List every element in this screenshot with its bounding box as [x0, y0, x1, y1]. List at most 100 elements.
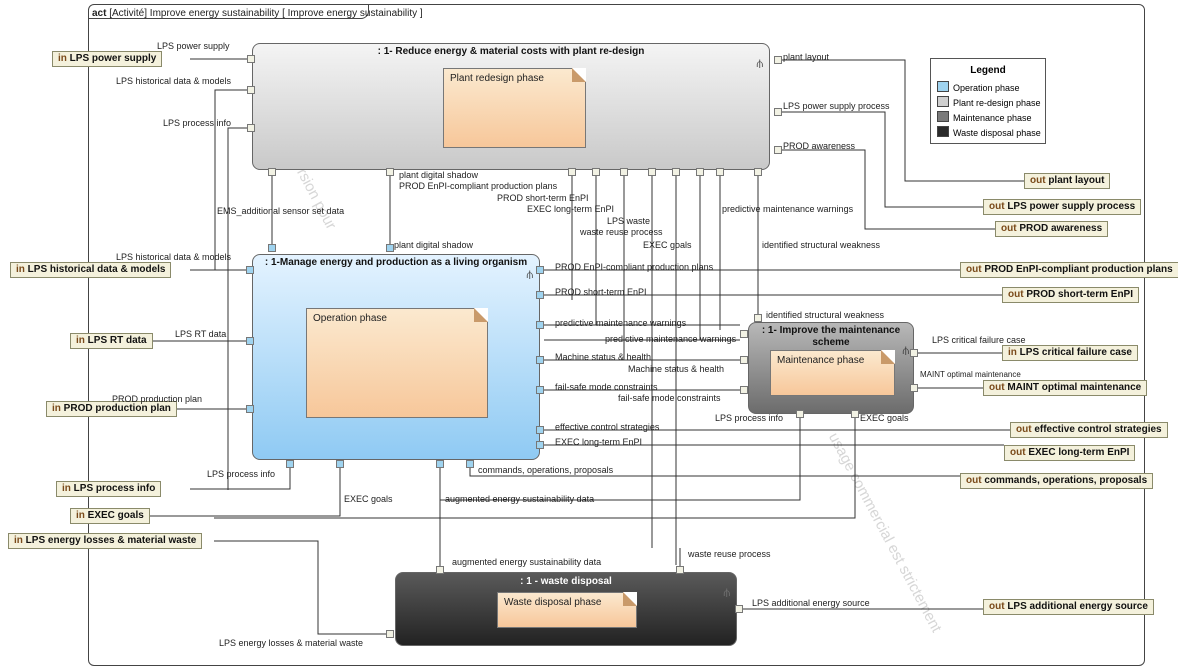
pin [246, 337, 254, 345]
pin [620, 168, 628, 176]
param-name: LPS power supply [69, 53, 157, 64]
pin [735, 605, 743, 613]
param-kind: in [52, 403, 61, 414]
pin [754, 168, 762, 176]
param-kind: in [16, 264, 25, 275]
flow-label: augmented energy sustainability data [445, 494, 595, 504]
param-kind: in [1008, 347, 1017, 358]
param-name: LPS power supply process [1007, 201, 1136, 212]
pin [246, 405, 254, 413]
output-param[interactable]: out PROD awareness [995, 221, 1109, 237]
input-param[interactable]: in PROD production plan [46, 401, 177, 417]
note-maintenance: Maintenance phase [770, 350, 895, 396]
flow-label: Machine status & health [555, 352, 652, 362]
legend-item: Maintenance phase [937, 111, 1032, 123]
legend-swatch [937, 81, 949, 92]
legend-label: Operation phase [953, 83, 1020, 93]
input-param[interactable]: in LPS critical failure case [1002, 345, 1138, 361]
param-name: MAINT optimal maintenance [1007, 382, 1142, 393]
fork-icon: ⫛ [723, 587, 730, 599]
output-param[interactable]: out effective control strategies [1010, 422, 1168, 438]
param-kind: out [1030, 175, 1046, 186]
input-param[interactable]: in EXEC goals [70, 508, 150, 524]
pin [592, 168, 600, 176]
legend: Legend Operation phase Plant re-design p… [930, 58, 1046, 144]
pin [851, 410, 859, 418]
pin [247, 86, 255, 94]
output-param[interactable]: out MAINT optimal maintenance [983, 380, 1148, 396]
output-param[interactable]: out PROD EnPI-compliant production plans [960, 262, 1178, 278]
param-kind: out [1016, 424, 1032, 435]
frame-name: [Activité] Improve energy sustainability… [109, 8, 423, 19]
param-name: PROD short-term EnPI [1026, 289, 1134, 300]
input-param[interactable]: in LPS historical data & models [10, 262, 172, 278]
flow-label: EMS_additional sensor set data [217, 206, 345, 216]
param-kind: out [1010, 447, 1026, 458]
param-kind: in [58, 53, 67, 64]
pin [910, 349, 918, 357]
input-param[interactable]: in LPS power supply [52, 51, 163, 67]
output-param[interactable]: out LPS power supply process [983, 199, 1142, 215]
legend-label: Maintenance phase [953, 113, 1032, 123]
flow-label: LPS power supply process [783, 101, 890, 111]
pin [268, 168, 276, 176]
param-name: EXEC long-term EnPI [1028, 447, 1130, 458]
flow-label: waste reuse process [580, 227, 663, 237]
flow-label: MAINT optimal maintenance [920, 370, 1021, 379]
param-name: LPS RT data [87, 335, 147, 346]
pin [740, 356, 748, 364]
fork-icon: ⫛ [756, 58, 763, 70]
note-text: Operation phase [313, 313, 387, 324]
flow-label: PROD short-term EnPI [497, 193, 589, 203]
pin [386, 244, 394, 252]
legend-label: Plant re-design phase [953, 98, 1041, 108]
pin [648, 168, 656, 176]
legend-item: Plant re-design phase [937, 96, 1041, 108]
output-param[interactable]: out PROD short-term EnPI [1002, 287, 1140, 303]
flow-label: plant layout [783, 52, 830, 62]
pin [754, 314, 762, 322]
flow-label: predictive maintenance warnings [722, 204, 854, 214]
output-param[interactable]: out commands, operations, proposals [960, 473, 1154, 489]
param-kind: in [76, 335, 85, 346]
flow-label: LPS critical failure case [932, 335, 1026, 345]
param-kind: out [966, 475, 982, 486]
input-param[interactable]: in LPS RT data [70, 333, 153, 349]
param-name: commands, operations, proposals [984, 475, 1148, 486]
output-param[interactable]: out EXEC long-term EnPI [1004, 445, 1136, 461]
flow-label: LPS additional energy source [752, 598, 870, 608]
pin [247, 55, 255, 63]
fork-icon: ⫛ [902, 345, 909, 357]
flow-label: LPS historical data & models [116, 76, 232, 86]
param-kind: out [989, 201, 1005, 212]
output-param[interactable]: out plant layout [1024, 173, 1111, 189]
flow-label: LPS process info [715, 413, 784, 423]
action-title: : 1-Manage energy and production as a li… [264, 257, 528, 268]
input-param[interactable]: in LPS process info [56, 481, 162, 497]
pin [672, 168, 680, 176]
output-param[interactable]: out LPS additional energy source [983, 599, 1154, 615]
param-name: PROD EnPI-compliant production plans [984, 264, 1173, 275]
param-name: LPS critical failure case [1019, 347, 1132, 358]
pin [774, 108, 782, 116]
legend-title: Legend [970, 65, 1006, 76]
flow-label: LPS energy losses & material waste [219, 638, 364, 648]
note-text: Maintenance phase [777, 355, 865, 366]
flow-label: fail-safe mode constraints [618, 393, 721, 403]
pin [696, 168, 704, 176]
flow-label: identified structural weakness [762, 240, 881, 250]
pin [716, 168, 724, 176]
flow-label: LPS process info [163, 118, 232, 128]
pin [536, 441, 544, 449]
action-title: : 1- Reduce energy & material costs with… [377, 46, 645, 57]
flow-label: PROD short-term EnPI [555, 287, 647, 297]
legend-swatch [937, 96, 949, 107]
flow-label: fail-safe mode constraints [555, 382, 658, 392]
flow-label: PROD awareness [783, 141, 856, 151]
pin [268, 244, 276, 252]
param-name: EXEC goals [87, 510, 144, 521]
action-title: : 1- Improve the maintenance scheme [761, 325, 901, 348]
input-param[interactable]: in LPS energy losses & material waste [8, 533, 203, 549]
flow-label: EXEC long-term EnPI [527, 204, 615, 214]
